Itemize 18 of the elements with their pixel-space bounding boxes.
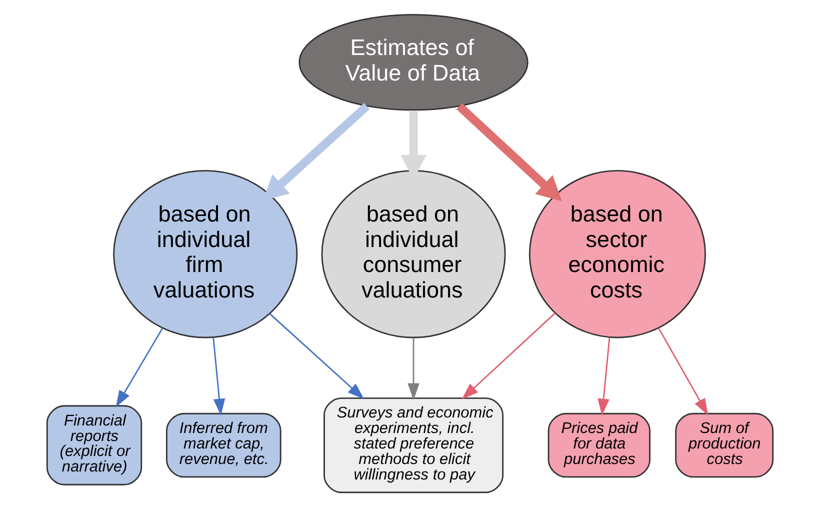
arrow [212, 337, 226, 416]
node-circle: based on individual firm valuations [113, 170, 298, 338]
node-box: Financial reports (explicit or narrative) [46, 404, 142, 485]
arrow [658, 328, 708, 415]
node-ellipse: Estimates of Value of Data [298, 14, 528, 110]
node-circle: based on individual consumer valuations [321, 170, 506, 338]
arrow [462, 312, 556, 399]
arrow [408, 338, 420, 400]
arrow [116, 327, 164, 407]
arrow [262, 102, 370, 200]
node-circle: based on sector economic costs [528, 170, 706, 338]
arrow [598, 337, 610, 416]
arrow [270, 313, 364, 399]
node-box: Prices paid for data purchases [548, 412, 650, 478]
arrow [456, 102, 562, 201]
node-box: Inferred from market cap, revenue, etc. [166, 412, 282, 478]
node-box: Sum of production costs [675, 412, 774, 478]
node-box: Surveys and economic experiments, incl. stated preference methods to elicit willingness to pay [324, 396, 504, 493]
